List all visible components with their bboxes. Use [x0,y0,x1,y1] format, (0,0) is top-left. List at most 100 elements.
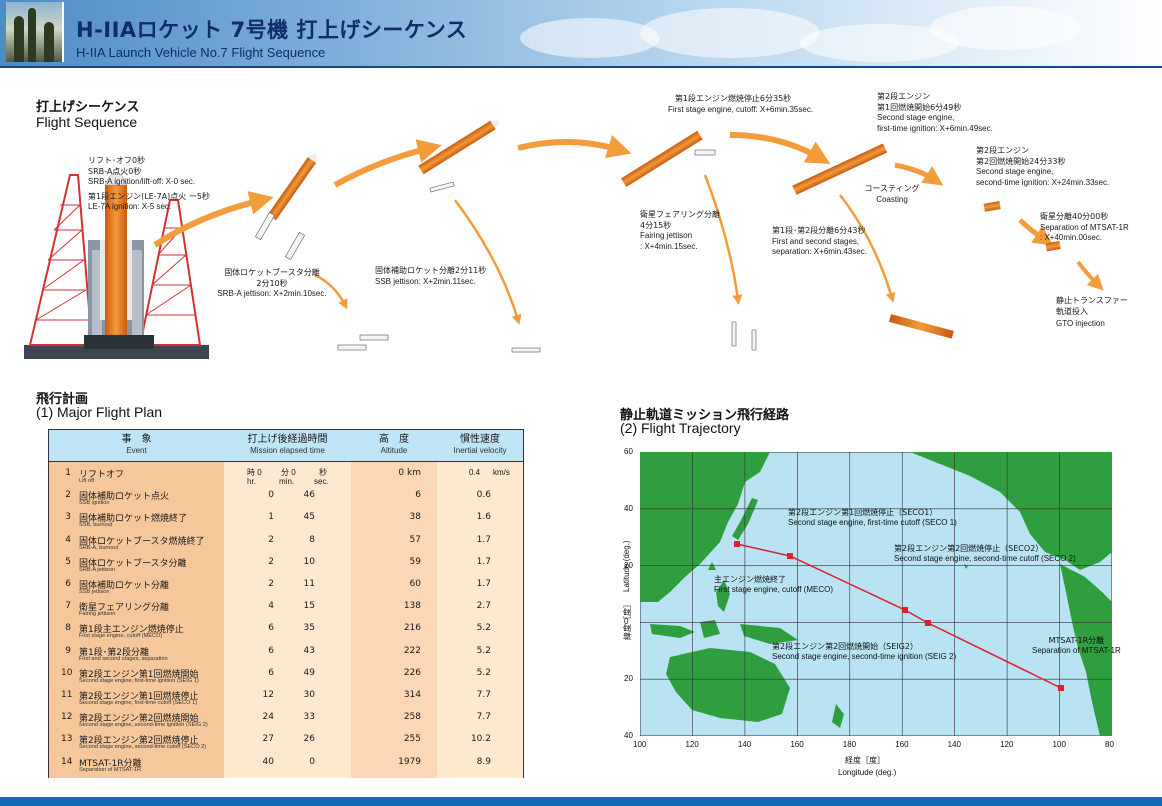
header-banner: H-IIAロケット 7号機 打上げシーケンス H-IIA Launch Vehi… [0,0,1162,66]
liftoff-label-en: SRB-A ignition/lift-off: X-0 sec. [88,177,196,186]
time-hours-en: hr. [247,477,256,486]
meco-map-en: First stage engine, cutoff (MECO) [714,585,834,594]
le7a-label-en: LE-7A ignition: X-5 sec. [88,202,172,211]
header-vel-en: Inertial velocity [453,446,507,455]
time-minutes: 分 0 [281,468,296,477]
meco-label: 第1段エンジン燃焼停止6分35秒 First stage engine, cut… [668,94,813,115]
y-tick-label: 60 [624,447,633,456]
altitude-column [351,462,437,778]
sat-sep-label-en2: : X+40min.00sec. [1040,233,1103,242]
flight-sequence-illustration [24,120,1104,359]
gto-label-jp2: 軌道投入 [1056,306,1088,316]
trajectory-event-point [787,553,793,559]
ssb-jettison-label: 固体補助ロケット分離2分11秒 SSB jettison: X+2min.11s… [375,266,486,287]
seig1-label-jp2: 第1回燃焼開始6分49秒 [877,102,962,112]
stage-separation-label: 第1段･第2段分離6分43秒 First and second stages, … [772,226,867,258]
velocity-value: 5.2 [476,667,491,678]
velocity-value: 1.6 [476,512,491,523]
x-tick-label: 120 [685,740,699,749]
altitude-value: 255 [403,734,421,745]
sat-sep-label-jp: 衛星分離40分00秒 [1040,212,1109,221]
event-jp: 固体補助ロケット点火 [79,492,170,503]
time-min-value: 2 [268,556,274,567]
time-min-value: 12 [262,690,274,700]
row-number: 8 [65,623,71,634]
event-jp: 衛星フェアリング分離 [79,603,170,614]
event-jp: 固体補助ロケット分離 [79,581,170,591]
velocity-value: 5.2 [476,645,491,656]
time-sec-value: 43 [303,645,315,656]
trajectory-title-jp: 静止軌道ミッション飛行経路 [620,408,790,423]
altitude-value: 216 [403,623,421,634]
velocity-value: 1.7 [476,579,491,589]
coasting-label-en: Coasting [876,194,908,204]
event-jp: 第2段エンジン第2回燃焼開始 [79,714,199,725]
seig2-map-en: Second stage engine, second-time ignitio… [772,652,957,661]
trajectory-track [734,541,1064,691]
header-time: 打上げ後経過時間 Mission elapsed time [224,434,351,456]
fairing-jettison-label: 衛星フェアリング分離 4分15秒 Fairing jettison : X+4m… [640,210,720,252]
event-en: Second stage engine, first-time ignition… [79,677,199,684]
x-tick-label: 120 [1000,740,1014,749]
seco2-en: Second stage engine, second-time cutoff … [894,554,1076,563]
time-min-value: 24 [262,712,274,723]
srb-jettison-label: 固体ロケットブースタ分離 2分10秒 SRB-A jettison: X+2mi… [210,268,334,300]
time-sec-value: 45 [303,512,315,523]
event-en: First and second stages, separation [79,655,168,662]
trajectory-map-svg [640,452,1112,736]
x-tick-label: 180 [842,740,857,749]
x-tick-label: 140 [737,740,752,749]
velocity-value: 0.4 [469,468,481,477]
fairing-label-jp2: 4分15秒 [640,220,672,230]
event-en: First stage engine, cutoff (MECO) [79,633,163,640]
altitude-value: 38 [409,512,421,523]
header-event-en: Event [126,446,147,455]
y-axis-title-jp: 緯度［度］ [623,600,632,640]
event-en: SRB-A jettison [79,566,116,573]
meco-label-jp: 第1段エンジン燃焼停止6分35秒 [674,94,792,103]
sequence-title-en: Flight Sequence [36,114,138,130]
header-alt-en: Altitude [380,446,408,455]
time-min-value: 0 [268,490,274,501]
event-jp: 固体ロケットブースタ燃焼終了 [79,536,205,547]
time-min-value: 6 [268,645,274,656]
ssb-label-en: SSB jettison: X+2min.11sec. [375,276,476,286]
row-number: 13 [61,734,73,745]
trajectory-event-point [1058,685,1064,691]
map-land [640,452,1112,736]
event-jp: MTSAT-1R分離 [79,758,142,769]
liftoff-label-jp1: リフト･オフ0秒 [88,156,146,165]
row-number: 2 [65,490,71,501]
time-sec-value: 15 [303,601,315,612]
trajectory-title-en: (2) Flight Trajectory [620,420,741,436]
x-tick-label: 100 [1052,740,1066,749]
seco2-map-label: 第2段エンジン第2回燃焼停止（SECO2） Second stage engin… [894,544,1076,564]
row-number: 10 [61,667,73,678]
x-axis-title-en: Longitude (deg.) [838,768,897,777]
header-altitude: 高 度 Altitude [351,434,437,456]
event-column [49,462,224,778]
gto-label-jp1: 静止トランスファー [1056,296,1128,305]
separation-label-en2: separation: X+6min.43sec. [772,247,867,256]
y-axis-title-en: Latitude (deg.) [622,540,631,592]
altitude-value: 314 [403,690,421,700]
time-min-value: 6 [268,623,274,634]
time-hours: 時 0 [247,468,262,477]
meco-map-label: 主エンジン燃焼終了 First stage engine, cutoff (ME… [714,575,833,595]
event-en: Second stage engine, second-time cutoff … [79,744,207,751]
velocity-column [437,462,523,778]
page-title: H-IIAロケット 7号機 打上げシーケンス [76,18,468,42]
row-number: 11 [61,690,73,700]
srb-label-en: SRB-A jettison: X+2min.10sec. [217,289,327,298]
altitude-value: 60 [409,579,421,589]
seig2-label-en1: Second stage engine, [976,167,1054,176]
altitude-value: 222 [403,645,421,656]
satellite-sep-map-label: MTSAT-1R分離 Separation of MTSAT-1R [1032,636,1121,656]
time-sec-value: 30 [303,690,315,700]
seig1-label: 第2段エンジン 第1回燃焼開始6分49秒 Second stage engine… [877,92,993,134]
time-min-value: 40 [262,756,274,767]
